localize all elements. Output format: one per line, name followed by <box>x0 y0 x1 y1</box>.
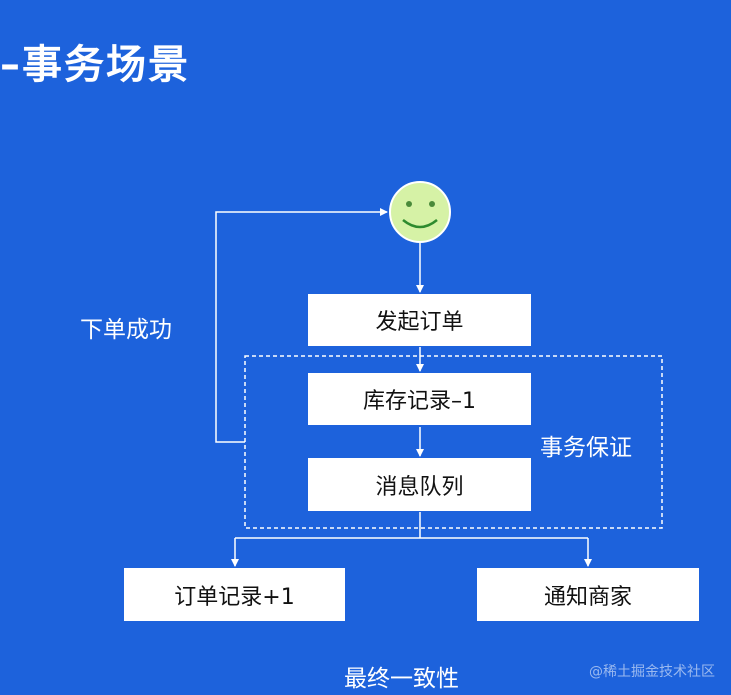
notify-merchant-box: 通知商家 <box>477 568 699 621</box>
queue-box: 消息队列 <box>308 458 531 511</box>
order-success-label: 下单成功 <box>80 317 172 343</box>
smiley-face-icon <box>389 181 451 243</box>
transaction-guarantee-label: 事务保证 <box>540 435 632 461</box>
watermark: @稀土掘金技术社区 <box>589 664 715 680</box>
order-record-box: 订单记录+1 <box>124 568 345 621</box>
eventual-consistency-label: 最终一致性 <box>344 666 459 692</box>
page-title: –事务场景 <box>0 42 190 88</box>
start-order-box: 发起订单 <box>308 294 531 346</box>
feedback-arrow <box>215 208 388 443</box>
inventory-box: 库存记录–1 <box>308 373 531 425</box>
